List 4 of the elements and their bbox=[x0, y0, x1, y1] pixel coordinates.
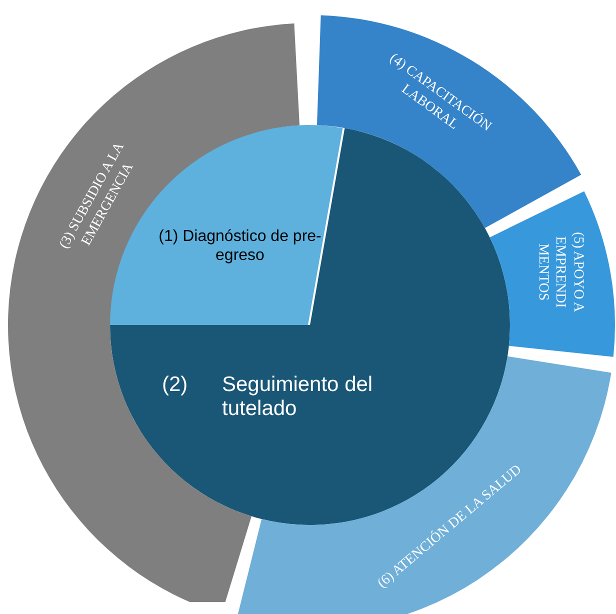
segment-label: (2) bbox=[162, 372, 189, 398]
segment-label: Seguimiento del tutelado bbox=[222, 372, 374, 422]
segment-label: (5) APOYO A EMPRENDIMENTOS bbox=[534, 231, 586, 313]
segment-label: (1) Diagnóstico de pre-egreso bbox=[158, 226, 322, 266]
